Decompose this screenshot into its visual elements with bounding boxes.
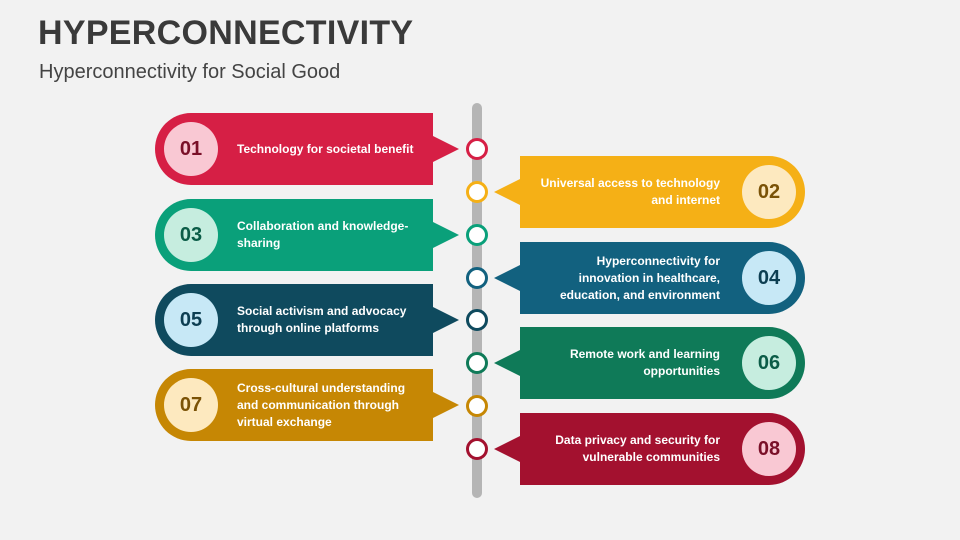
item-number-badge: 03 [164,208,218,262]
pointer-arrow [433,222,459,248]
item-label: Hyperconnectivity for innovation in heal… [559,253,720,302]
item-number-badge: 01 [164,122,218,176]
pointer-arrow [494,350,520,376]
pointer-arrow [433,307,459,333]
item-label: Universal access to technology and inter… [540,176,720,207]
item-number-badge: 05 [164,293,218,347]
pointer-arrow [433,136,459,162]
item-number-badge: 04 [742,251,796,305]
item-card-06: Remote work and learning opportunities 0… [494,327,805,399]
item-label: Collaboration and knowledge-sharing [237,219,409,250]
pointer-arrow [433,392,459,418]
timeline-node-08 [466,438,488,460]
item-number-badge: 08 [742,422,796,476]
item-card-01: 01 Technology for societal benefit [155,113,459,185]
item-number-badge: 07 [164,378,218,432]
page-subtitle: Hyperconnectivity for Social Good [39,61,341,83]
item-label: Social activism and advocacy through onl… [237,304,407,335]
item-number-badge: 06 [742,336,796,390]
pointer-arrow [494,179,520,205]
timeline-node-04 [466,267,488,289]
pointer-arrow [494,265,520,291]
item-label: Remote work and learning opportunities [569,347,720,378]
timeline-node-02 [466,181,488,203]
timeline-spine [472,103,482,498]
item-label: Technology for societal benefit [237,141,414,156]
item-card-07: 07 Cross-cultural understanding and comm… [155,369,459,441]
item-card-08: Data privacy and security for vulnerable… [494,413,805,485]
item-card-05: 05 Social activism and advocacy through … [155,284,459,356]
item-label: Data privacy and security for vulnerable… [555,433,720,464]
page-title: HYPERCONNECTIVITY [38,14,414,52]
item-label: Cross-cultural understanding and communi… [237,380,406,429]
pointer-arrow [494,436,520,462]
timeline-node-05 [466,309,488,331]
item-card-02: Universal access to technology and inter… [494,156,805,228]
item-number-badge: 02 [742,165,796,219]
timeline-node-06 [466,352,488,374]
timeline-node-07 [466,395,488,417]
timeline-node-03 [466,224,488,246]
item-card-03: 03 Collaboration and knowledge-sharing [155,199,459,271]
timeline-node-01 [466,138,488,160]
item-card-04: Hyperconnectivity for innovation in heal… [494,242,805,314]
